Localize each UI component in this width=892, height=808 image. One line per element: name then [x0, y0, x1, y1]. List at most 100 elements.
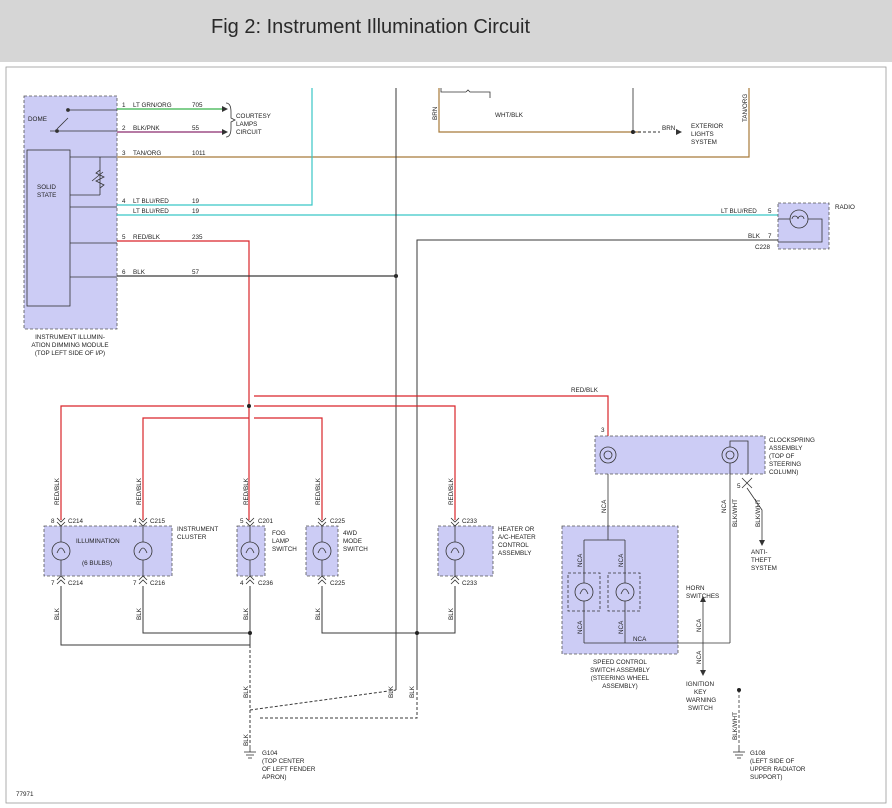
fog-labels: 5 C201 FOG LAMP SWITCH 4 C236 [240, 518, 297, 587]
radio-pin-2: 7 [768, 233, 772, 240]
svg-text:SWITCH: SWITCH [272, 546, 297, 553]
svg-text:LAMP: LAMP [272, 538, 289, 545]
svg-text:C225: C225 [330, 518, 346, 525]
nca-labels: NCA NCA NCA NCA NCA NCA NCA NCA NCA [577, 499, 728, 664]
svg-text:7: 7 [51, 580, 55, 587]
svg-text:FOG: FOG [272, 530, 286, 537]
clockspring-label-2: ASSEMBLY [769, 445, 803, 452]
radio-connector: C228 [755, 244, 771, 251]
horn-label-2: SWITCHES [686, 593, 719, 600]
red-blk-label: RED/BLK [571, 387, 599, 394]
bulb-icon [615, 582, 635, 602]
svg-text:RED/BLK: RED/BLK [136, 477, 143, 505]
ground-icon [244, 745, 256, 759]
svg-text:SWITCH: SWITCH [688, 705, 713, 712]
clockspring-label-3: (TOP OF [769, 453, 794, 460]
svg-text:C215: C215 [150, 518, 166, 525]
brace-icon [225, 102, 236, 138]
svg-text:BLK: BLK [388, 685, 395, 698]
ground-icon [733, 745, 745, 759]
horn-wiring [702, 463, 731, 670]
svg-text:SWITCH ASSEMBLY: SWITCH ASSEMBLY [590, 667, 651, 674]
svg-text:G104: G104 [262, 750, 278, 757]
svg-text:NCA: NCA [577, 620, 584, 634]
blk-wht-label-1: BLK/WHT [732, 499, 739, 527]
svg-text:UPPER RADIATOR: UPPER RADIATOR [750, 766, 806, 773]
svg-text:APRON): APRON) [262, 774, 287, 781]
tan-org-label: TAN/ORG [742, 94, 749, 122]
svg-text:BLK: BLK [136, 607, 143, 620]
connector-bracket [440, 88, 466, 93]
brn-label-2: BRN [662, 125, 676, 132]
svg-text:4: 4 [240, 580, 244, 587]
svg-text:SPEED CONTROL: SPEED CONTROL [593, 659, 647, 666]
radio-wire-1: LT BLU/RED [721, 208, 757, 215]
g108-label: G108 (LEFT SIDE OF UPPER RADIATOR SUPPOR… [750, 750, 806, 781]
svg-text:SUPPORT): SUPPORT) [750, 774, 782, 781]
svg-text:BLK: BLK [448, 607, 455, 620]
svg-text:OF LEFT FENDER: OF LEFT FENDER [262, 766, 316, 773]
svg-text:BLK: BLK [243, 685, 250, 698]
heater-labels: C233 HEATER OR A/C-HEATER CONTROL ASSEMB… [462, 518, 536, 587]
svg-text:19: 19 [192, 198, 200, 205]
svg-text:C233: C233 [462, 580, 478, 587]
svg-text:(STEERING WHEEL: (STEERING WHEEL [591, 675, 650, 682]
svg-text:C233: C233 [462, 518, 478, 525]
wire-to-anti-theft [746, 487, 763, 540]
svg-text:KEY: KEY [694, 689, 707, 696]
svg-text:BLK: BLK [133, 269, 146, 276]
illumination-labels: 8 C214 ILLUMINATION (6 BULBS) 7 C214 [51, 518, 120, 587]
arrow-icon [676, 129, 682, 135]
svg-text:235: 235 [192, 234, 203, 241]
svg-text:RED/BLK: RED/BLK [133, 234, 161, 241]
page-title: Fig 2: Instrument Illumination Circuit [211, 16, 531, 38]
svg-text:NCA: NCA [601, 499, 608, 513]
svg-text:BLK: BLK [243, 733, 250, 746]
svg-text:(TOP CENTER: (TOP CENTER [262, 758, 305, 765]
blk-wht-ground-label: BLK/WHT [732, 712, 739, 740]
svg-text:RED/BLK: RED/BLK [54, 477, 61, 505]
exterior-lights-1: EXTERIOR [691, 123, 724, 130]
svg-text:ASSEMBLY): ASSEMBLY) [602, 683, 638, 690]
svg-text:NCA: NCA [696, 618, 703, 632]
svg-text:RED/BLK: RED/BLK [243, 477, 250, 505]
module-caption-3: (TOP LEFT SIDE OF I/P) [35, 350, 105, 357]
svg-text:4: 4 [122, 198, 126, 205]
clockspring-label-4: STEERING [769, 461, 801, 468]
solid-state-block [26, 149, 71, 307]
anti-theft-2: THEFT [751, 557, 771, 564]
svg-text:INSTRUMENT: INSTRUMENT [177, 526, 218, 533]
clockspring-pin: 3 [601, 427, 605, 434]
arrow-down-icon [700, 670, 706, 676]
dashed-ground-wires [249, 645, 418, 745]
diagram-frame [5, 66, 887, 804]
svg-text:BLK: BLK [54, 607, 61, 620]
svg-text:G108: G108 [750, 750, 766, 757]
svg-text:HEATER OR: HEATER OR [498, 526, 535, 533]
svg-text:NCA: NCA [696, 650, 703, 664]
svg-text:A/C-HEATER: A/C-HEATER [498, 534, 536, 541]
svg-text:C214: C214 [68, 518, 84, 525]
svg-text:1: 1 [122, 102, 126, 109]
svg-text:LAMPS: LAMPS [236, 121, 257, 128]
radio-bulb-icon [789, 209, 809, 229]
svg-text:5: 5 [240, 518, 244, 525]
anti-theft-3: SYSTEM [751, 565, 777, 572]
svg-text:CONTROL: CONTROL [498, 542, 529, 549]
wire-blk-radio [416, 239, 778, 690]
connector-bracket [465, 89, 491, 98]
svg-text:CIRCUIT: CIRCUIT [236, 129, 262, 136]
svg-text:19: 19 [192, 208, 200, 215]
bulb-icon [312, 526, 332, 576]
svg-text:(LEFT SIDE OF: (LEFT SIDE OF [750, 758, 794, 765]
wire-lt-blu-red-1 [117, 88, 313, 206]
wire-brn [438, 88, 641, 133]
svg-text:4WD: 4WD [343, 530, 357, 537]
arrow-icon [222, 129, 228, 135]
wht-blk-label: WHT/BLK [495, 112, 524, 119]
svg-text:BLK: BLK [243, 607, 250, 620]
svg-text:LT GRN/ORG: LT GRN/ORG [133, 102, 172, 109]
svg-text:7: 7 [133, 580, 137, 587]
radio-pin-1: 5 [768, 208, 772, 215]
